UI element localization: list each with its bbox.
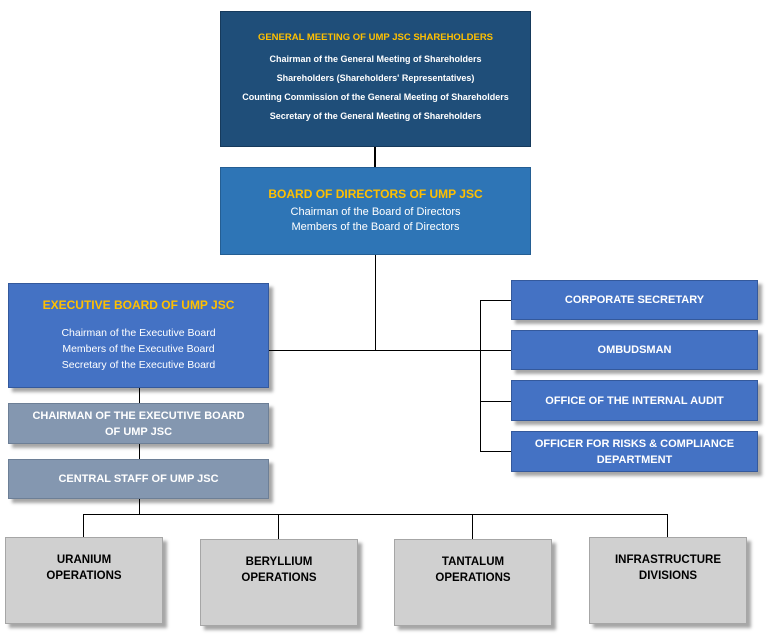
connector-line (374, 147, 376, 167)
connector-line (480, 300, 511, 301)
board-of-directors-box: BOARD OF DIRECTORS OF UMP JSC Chairman o… (220, 167, 531, 255)
corporate-secretary-box: CORPORATE SECRETARY (511, 280, 758, 320)
connector-line (139, 499, 140, 515)
chairman-executive-board-label: OF UMP JSC (104, 425, 173, 438)
executive-board-line: Members of the Executive Board (62, 343, 215, 355)
risks-compliance-label: DEPARTMENT (596, 453, 673, 466)
division-label: URANIUM (56, 554, 112, 566)
general-meeting-line: Counting Commission of the General Meeti… (242, 92, 509, 102)
connector-line (269, 350, 481, 351)
connector-line (139, 388, 140, 403)
corporate-secretary-label: CORPORATE SECRETARY (564, 294, 705, 306)
connector-line (139, 444, 140, 459)
risks-compliance-label: OFFICER FOR RISKS & COMPLIANCE (534, 437, 735, 450)
division-label: DIVISIONS (638, 570, 698, 582)
general-meeting-title: GENERAL MEETING OF UMP JSC SHAREHOLDERS (257, 32, 494, 43)
connector-line (667, 514, 668, 537)
connector-line (480, 350, 511, 351)
executive-board-line: Chairman of the Executive Board (61, 327, 216, 339)
connector-line (480, 401, 511, 402)
connector-line (480, 451, 511, 452)
division-label: OPERATIONS (46, 570, 122, 582)
executive-board-title: EXECUTIVE BOARD OF UMP JSC (42, 298, 235, 312)
connector-line (480, 300, 481, 452)
connector-line (375, 255, 376, 351)
board-of-directors-line: Members of the Board of Directors (291, 221, 460, 233)
ombudsman-box: OMBUDSMAN (511, 330, 758, 370)
chairman-executive-board-label: CHAIRMAN OF THE EXECUTIVE BOARD (32, 409, 245, 422)
connector-line (472, 514, 473, 539)
general-meeting-line: Shareholders (Shareholders' Representati… (276, 73, 475, 83)
executive-board-box: EXECUTIVE BOARD OF UMP JSC Chairman of t… (8, 283, 269, 388)
executive-board-line: Secretary of the Executive Board (61, 359, 216, 371)
division-label: BERYLLIUM (245, 556, 313, 568)
general-meeting-line: Secretary of the General Meeting of Shar… (269, 111, 482, 121)
central-staff-label: CENTRAL STAFF OF UMP JSC (58, 473, 219, 485)
general-meeting-line: Chairman of the General Meeting of Share… (269, 54, 482, 64)
board-of-directors-title: BOARD OF DIRECTORS OF UMP JSC (268, 187, 483, 201)
division-label: OPERATIONS (435, 572, 511, 584)
division-infrastructure-box: INFRASTRUCTURE DIVISIONS (589, 537, 747, 624)
central-staff-box: CENTRAL STAFF OF UMP JSC (8, 459, 269, 499)
division-label: TANTALUM (441, 556, 505, 568)
division-label: OPERATIONS (241, 572, 317, 584)
division-beryllium-box: BERYLLIUM OPERATIONS (200, 539, 358, 626)
general-meeting-box: GENERAL MEETING OF UMP JSC SHAREHOLDERS … (220, 11, 531, 147)
division-uranium-box: URANIUM OPERATIONS (5, 537, 163, 624)
connector-line (278, 514, 279, 539)
connector-line (83, 514, 668, 515)
internal-audit-box: OFFICE OF THE INTERNAL AUDIT (511, 380, 758, 421)
chairman-executive-board-box: CHAIRMAN OF THE EXECUTIVE BOARD OF UMP J… (8, 403, 269, 444)
risks-compliance-box: OFFICER FOR RISKS & COMPLIANCE DEPARTMEN… (511, 431, 758, 472)
internal-audit-label: OFFICE OF THE INTERNAL AUDIT (545, 394, 724, 407)
connector-line (83, 514, 84, 537)
division-tantalum-box: TANTALUM OPERATIONS (394, 539, 552, 626)
division-label: INFRASTRUCTURE (614, 554, 722, 566)
ombudsman-label: OMBUDSMAN (597, 344, 672, 356)
board-of-directors-line: Chairman of the Board of Directors (290, 206, 461, 218)
